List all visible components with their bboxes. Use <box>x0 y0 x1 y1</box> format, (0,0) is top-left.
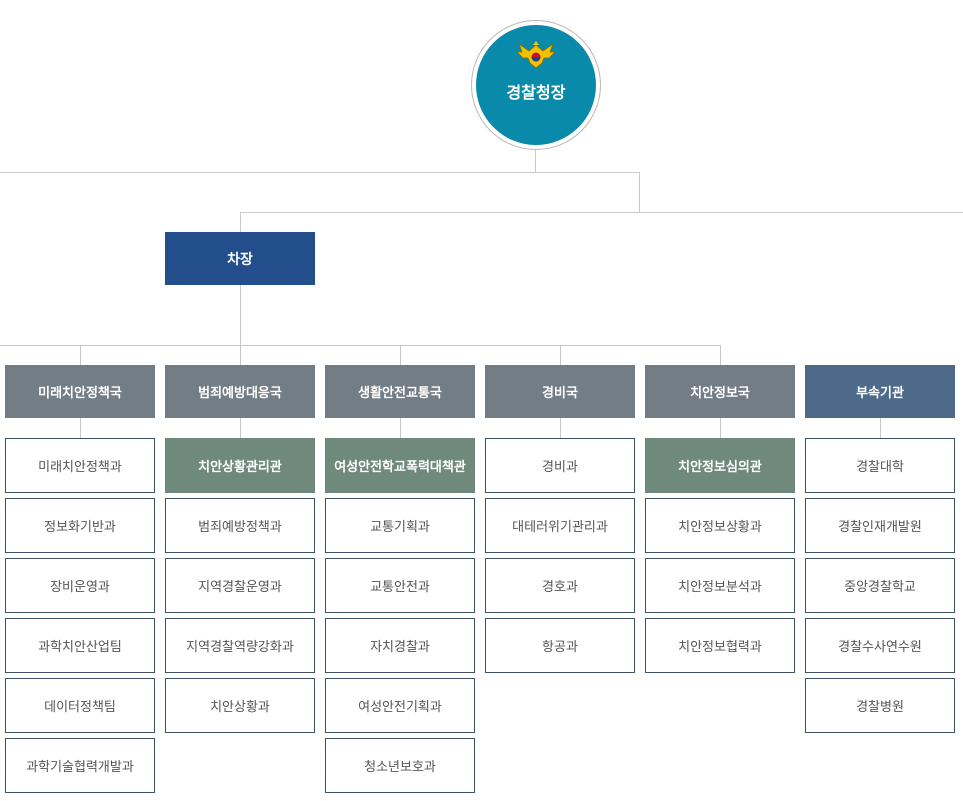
division-box[interactable]: 중앙경찰학교 <box>805 558 955 613</box>
connector-deputy-down <box>240 285 241 345</box>
connector-bureau-horizontal <box>0 345 720 346</box>
connector-bureau-units-0 <box>79 418 81 438</box>
bureau-box[interactable]: 생활안전교통국 <box>325 365 475 418</box>
division-box[interactable]: 미래치안정책과 <box>5 438 155 493</box>
division-box[interactable]: 경호과 <box>485 558 635 613</box>
connector-to-bureau-0 <box>79 345 81 365</box>
division-box[interactable]: 정보화기반과 <box>5 498 155 553</box>
division-box[interactable]: 경비과 <box>485 438 635 493</box>
bureau-box[interactable]: 부속기관 <box>805 365 955 418</box>
connector-to-bureau-4 <box>719 345 721 365</box>
connector-bureau-units-4 <box>719 418 721 438</box>
deputy-box[interactable]: 차장 <box>165 232 315 285</box>
chief-node: 경찰청장 <box>471 20 601 150</box>
division-box[interactable]: 대테러위기관리과 <box>485 498 635 553</box>
connector-to-bureau-1 <box>239 345 241 365</box>
connector-main-horizontal <box>240 212 963 213</box>
connector-bureau-units-3 <box>559 418 561 438</box>
division-box[interactable]: 경찰수사연수원 <box>805 618 955 673</box>
office-box[interactable]: 여성안전학교폭력대책관 <box>325 438 475 493</box>
chief-circle: 경찰청장 <box>476 25 596 145</box>
division-box[interactable]: 과학치안산업팀 <box>5 618 155 673</box>
division-box[interactable]: 교통기획과 <box>325 498 475 553</box>
division-box[interactable]: 치안상황과 <box>165 678 315 733</box>
connector-branch-down <box>639 172 640 212</box>
bureau-box[interactable]: 치안정보국 <box>645 365 795 418</box>
connector-to-bureau-3 <box>559 345 561 365</box>
bureau-box[interactable]: 범죄예방대응국 <box>165 365 315 418</box>
connector-left-branch <box>0 172 640 173</box>
connector-chief-down <box>535 150 536 172</box>
division-box[interactable]: 지역경찰역량강화과 <box>165 618 315 673</box>
division-box[interactable]: 교통안전과 <box>325 558 475 613</box>
division-box[interactable]: 장비운영과 <box>5 558 155 613</box>
division-box[interactable]: 치안정보상황과 <box>645 498 795 553</box>
connector-bureau-units-2 <box>399 418 401 438</box>
division-box[interactable]: 경찰대학 <box>805 438 955 493</box>
connector-bureau-units-1 <box>239 418 241 438</box>
division-box[interactable]: 과학기술협력개발과 <box>5 738 155 793</box>
connector-to-bureau-2 <box>399 345 401 365</box>
division-box[interactable]: 데이터정책팀 <box>5 678 155 733</box>
division-box[interactable]: 자치경찰과 <box>325 618 475 673</box>
office-box[interactable]: 치안정보심의관 <box>645 438 795 493</box>
division-box[interactable]: 치안정보협력과 <box>645 618 795 673</box>
chief-title: 경찰청장 <box>506 83 566 102</box>
division-box[interactable]: 경찰인재개발원 <box>805 498 955 553</box>
bureau-box[interactable]: 미래치안정책국 <box>5 365 155 418</box>
division-box[interactable]: 여성안전기획과 <box>325 678 475 733</box>
connector-bureau-units-5 <box>879 418 881 438</box>
bureau-box[interactable]: 경비국 <box>485 365 635 418</box>
police-eagle-emblem-icon <box>516 41 556 69</box>
division-box[interactable]: 치안정보분석과 <box>645 558 795 613</box>
division-box[interactable]: 지역경찰운영과 <box>165 558 315 613</box>
connector-to-deputy <box>240 212 241 232</box>
office-box[interactable]: 치안상황관리관 <box>165 438 315 493</box>
division-box[interactable]: 범죄예방정책과 <box>165 498 315 553</box>
division-box[interactable]: 청소년보호과 <box>325 738 475 793</box>
division-box[interactable]: 항공과 <box>485 618 635 673</box>
division-box[interactable]: 경찰병원 <box>805 678 955 733</box>
